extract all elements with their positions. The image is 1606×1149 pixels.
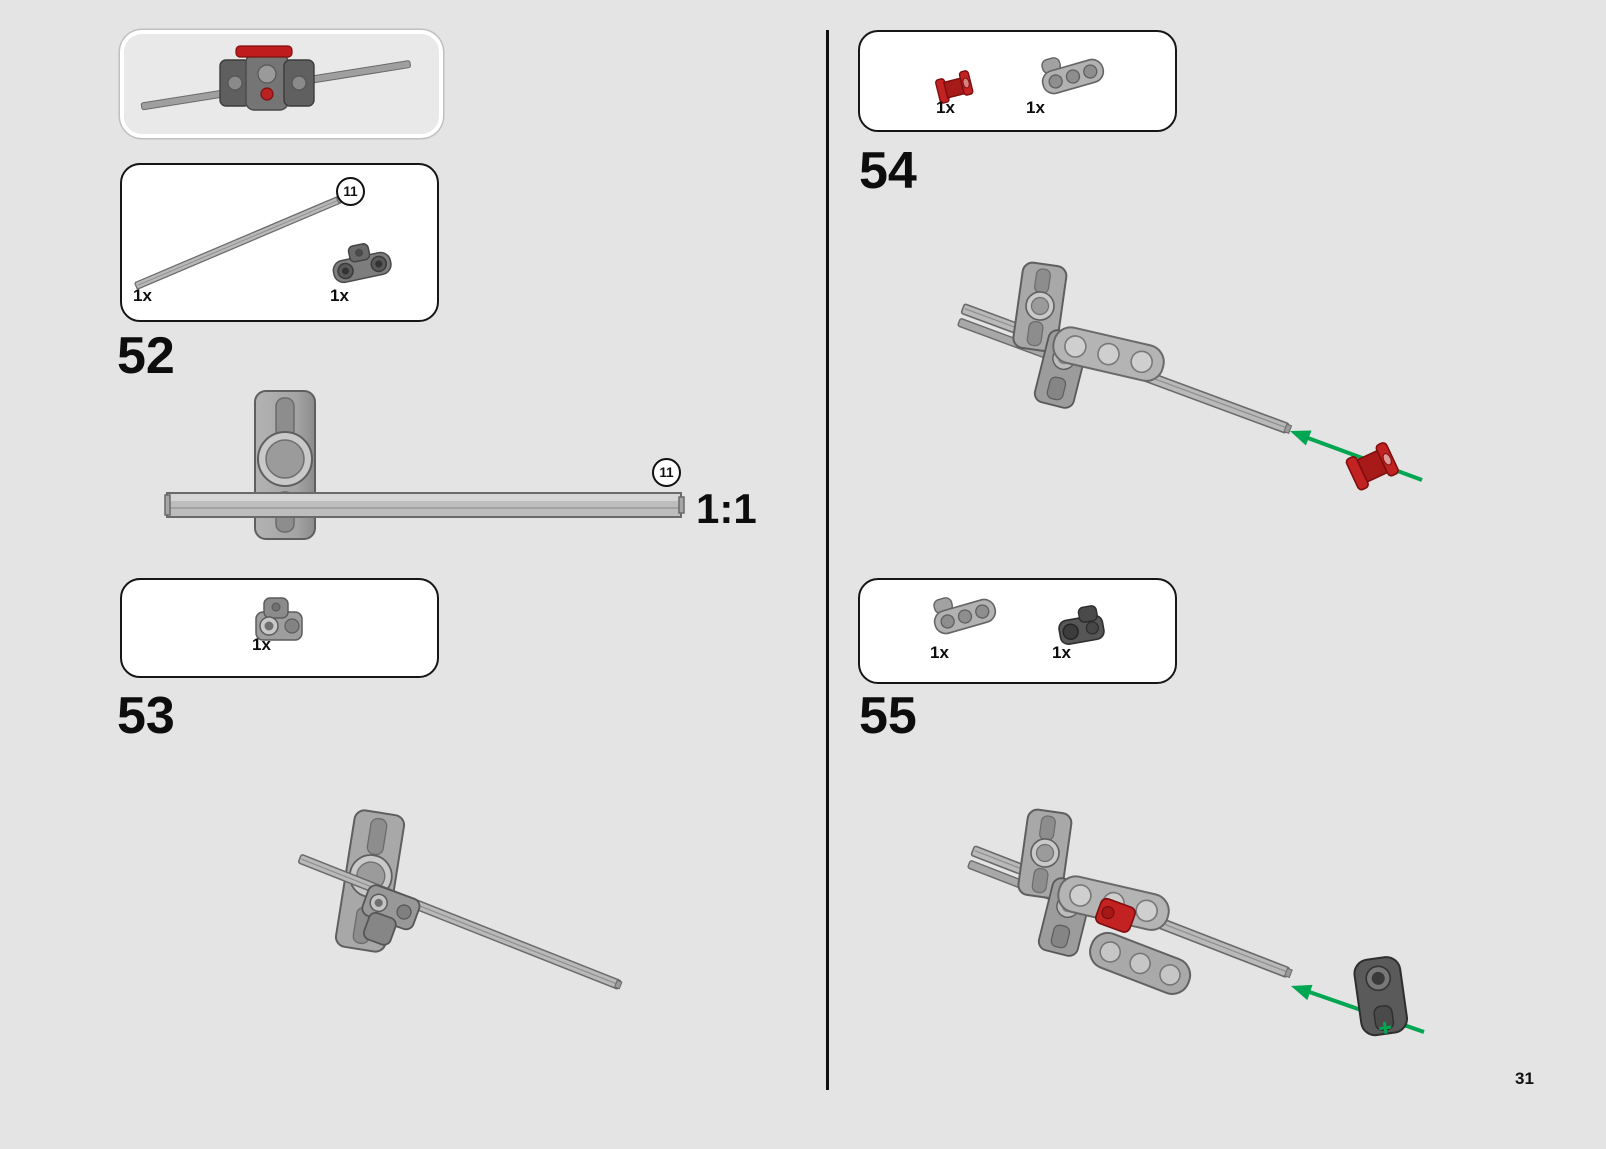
insert-arrow-head [1291, 984, 1313, 1001]
part-quantity: 1x [930, 643, 949, 662]
axle-length-callout: 11 [336, 177, 365, 206]
insert-arrow-line [1296, 432, 1423, 482]
part-quantity: 1x [936, 98, 955, 117]
part-quantity: 1x [330, 286, 349, 305]
cross-block-part [361, 884, 421, 946]
previous-assembly-illustration [140, 45, 411, 111]
step52-parts-illustration [134, 195, 392, 290]
red-bush-part [1345, 442, 1399, 491]
axle-hole-cross-mark [1379, 1021, 1392, 1034]
step54-assembly-diagram [957, 261, 1423, 491]
axle-length-value: 11 [343, 184, 358, 199]
previous-step-preview-box [120, 30, 443, 138]
part-axle-connector-dark [1058, 605, 1105, 646]
red-connector-part [1094, 897, 1136, 933]
step52-parts-box [120, 163, 439, 322]
vertical-connector-part [1012, 261, 1068, 353]
preview-red-axle [235, 45, 293, 58]
step-number-54: 54 [859, 142, 917, 200]
step55-parts-box [858, 578, 1177, 684]
part-quantity: 1x [1052, 643, 1071, 662]
lower-three-hole-beam-part [1089, 931, 1192, 995]
axle-length-callout: 11 [652, 458, 681, 487]
axle-length-value: 11 [659, 465, 674, 480]
step55-parts-illustration [933, 597, 1105, 646]
step53-assembly-diagram [298, 809, 623, 990]
step54-parts-box [858, 30, 1177, 132]
dark-connector-part [1353, 956, 1408, 1037]
part-quantity: 1x [133, 286, 152, 305]
part-pin-connector-plate [933, 597, 997, 635]
step53-parts-box [120, 578, 439, 678]
insert-arrow-head [1290, 430, 1312, 446]
page-number: 31 [1515, 1069, 1534, 1088]
column-divider [826, 30, 829, 1090]
step-number-53: 53 [117, 687, 175, 745]
step54-parts-illustration [935, 57, 1105, 104]
step53-parts-illustration [255, 597, 303, 641]
scale-1to1-label: 1:1 [696, 485, 757, 532]
vertical-connector-part [1017, 808, 1073, 900]
axle-11-actual-size [164, 492, 685, 518]
part-axle-11 [134, 195, 343, 290]
step-number-52: 52 [117, 327, 175, 385]
step-number-55: 55 [859, 687, 917, 745]
preview-connector-cluster [219, 45, 315, 111]
part-quantity: 1x [252, 635, 271, 654]
step55-assembly-diagram [967, 808, 1425, 1037]
preview-red-pin [260, 87, 274, 101]
part-pin-connector-block [332, 243, 392, 284]
part-quantity: 1x [1026, 98, 1045, 117]
step52-assembly-diagram [164, 390, 685, 540]
three-hole-beam-part [1052, 326, 1165, 382]
part-bush-red [935, 70, 974, 104]
part-axle-connector-block [255, 597, 303, 641]
part-pin-connector-plate [1041, 57, 1105, 95]
